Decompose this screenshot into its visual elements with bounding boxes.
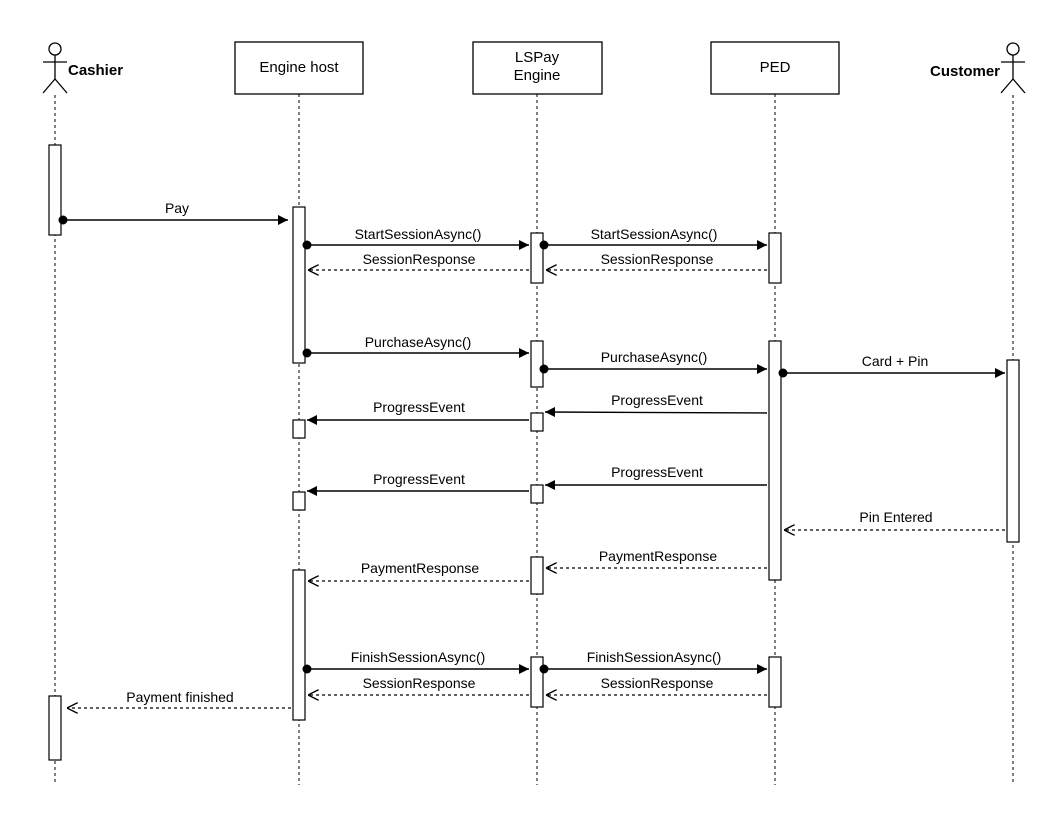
message-start-session-engine[interactable]: StartSessionAsync() [539, 226, 768, 250]
message-label: StartSessionAsync() [591, 226, 718, 242]
message-label: Payment finished [126, 689, 233, 705]
activation-bar-engine-host [292, 419, 306, 439]
participant-label-line-2: Engine [514, 67, 561, 84]
participant-label: Engine host [259, 59, 339, 76]
participant-box [234, 41, 364, 95]
activation-bar-engine-host [292, 206, 306, 364]
activation-bar-ped [768, 232, 782, 284]
message-label: SessionResponse [363, 251, 476, 267]
message-session-response-host[interactable]: SessionResponse [308, 675, 529, 695]
activation-bar-lspay-engine [530, 340, 544, 388]
message-label: SessionResponse [363, 675, 476, 691]
message-finish-session-host[interactable]: FinishSessionAsync() [302, 649, 530, 674]
activation-bar-lspay-engine [530, 556, 544, 595]
message-session-response-engine[interactable]: SessionResponse [546, 251, 767, 270]
message-payment-response-engine[interactable]: PaymentResponse [546, 548, 767, 568]
message-payment-finished[interactable]: Payment finished [67, 689, 291, 708]
actor-customer[interactable]: Customer [930, 42, 1026, 94]
participant-box [710, 41, 840, 95]
actor-label: Customer [930, 63, 1000, 80]
message-session-response-engine[interactable]: SessionResponse [546, 675, 767, 695]
message-label: Pay [165, 200, 189, 216]
message-label: PaymentResponse [361, 560, 480, 576]
message-label: Card + Pin [862, 353, 929, 369]
message-label: PurchaseAsync() [601, 349, 708, 365]
activation-bar-engine-host [292, 569, 306, 721]
activation-bar-lspay-engine [530, 656, 544, 708]
activation-bar-cashier [48, 144, 62, 236]
message-label: SessionResponse [601, 251, 714, 267]
actor-cashier[interactable]: Cashier [42, 42, 123, 94]
message-label: FinishSessionAsync() [587, 649, 722, 665]
activation-bar-lspay-engine [530, 484, 544, 504]
message-label: FinishSessionAsync() [351, 649, 486, 665]
message-payment-response-host[interactable]: PaymentResponse [308, 560, 529, 581]
message-label: ProgressEvent [373, 399, 465, 415]
activation-bar-ped [768, 340, 782, 581]
activation-bar-engine-host [292, 491, 306, 511]
activation-bar-customer [1006, 359, 1020, 543]
activation-bars [48, 144, 1020, 761]
stick-figure-icon [1000, 42, 1026, 94]
activation-bar-lspay-engine [530, 232, 544, 284]
participant-label: PED [760, 59, 791, 76]
message-pin-entered[interactable]: Pin Entered [784, 509, 1005, 530]
message-progress-event-host[interactable]: ProgressEvent [307, 399, 529, 425]
message-progress-event-engine[interactable]: ProgressEvent [544, 392, 768, 418]
message-progress-event-host[interactable]: ProgressEvent [307, 471, 529, 496]
message-card-pin[interactable]: Card + Pin [778, 353, 1006, 378]
stick-figure-icon [42, 42, 68, 94]
message-label: PaymentResponse [599, 548, 718, 564]
participant-label-line-1: LSPay [515, 49, 560, 66]
message-label: Pin Entered [859, 509, 932, 525]
message-start-session-host[interactable]: StartSessionAsync() [302, 226, 530, 250]
participant-ped[interactable]: PED [710, 41, 840, 95]
activation-bar-ped [768, 656, 782, 708]
message-purchase-host[interactable]: PurchaseAsync() [302, 334, 530, 358]
message-label: ProgressEvent [373, 471, 465, 487]
activation-bar-cashier [48, 695, 62, 761]
message-finish-session-engine[interactable]: FinishSessionAsync() [539, 649, 768, 674]
message-session-response-host[interactable]: SessionResponse [308, 251, 529, 270]
message-purchase-engine[interactable]: PurchaseAsync() [539, 349, 768, 374]
message-label: ProgressEvent [611, 464, 703, 480]
message-label: StartSessionAsync() [355, 226, 482, 242]
message-label: PurchaseAsync() [365, 334, 472, 350]
message-arrow [544, 407, 768, 418]
participant-lspay-engine[interactable]: LSPay Engine [472, 41, 603, 95]
message-label: ProgressEvent [611, 392, 703, 408]
participant-engine-host[interactable]: Engine host [234, 41, 364, 95]
message-progress-event-engine[interactable]: ProgressEvent [545, 464, 767, 490]
actor-label: Cashier [68, 62, 123, 79]
participant-box [472, 41, 603, 95]
message-label: SessionResponse [601, 675, 714, 691]
activation-bar-lspay-engine [530, 412, 544, 432]
message-pay[interactable]: Pay [58, 200, 289, 225]
